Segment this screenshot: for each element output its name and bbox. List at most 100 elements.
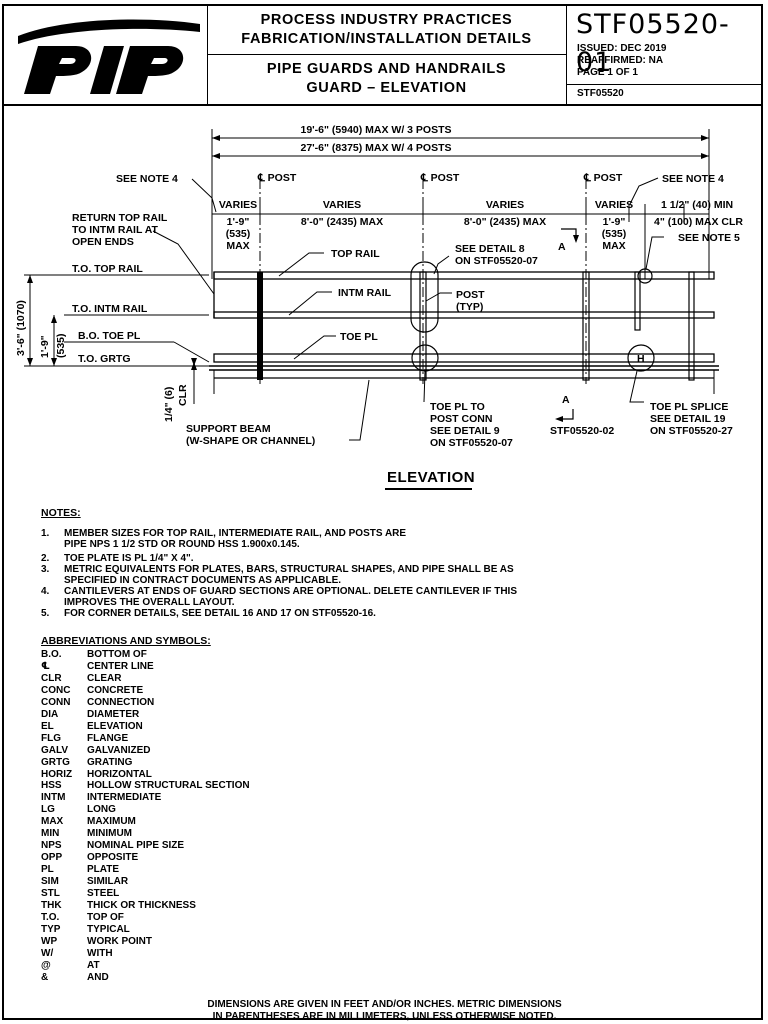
dim-3-posts-label: 19'-6" (5940) MAX W/ 3 POSTS bbox=[300, 124, 451, 136]
drawing-title: PIPE GUARDS AND HANDRAILS GUARD – ELEVAT… bbox=[207, 54, 566, 104]
abbreviation-meaning: CONNECTION bbox=[87, 696, 155, 708]
splice-line-3: ON STF05520-27 bbox=[650, 425, 733, 437]
varies-left: VARIES bbox=[219, 199, 257, 211]
abbreviation-meaning: GRATING bbox=[87, 756, 133, 768]
org-line-1: PROCESS INDUSTRY PRACTICES bbox=[260, 12, 513, 28]
abbreviation-row: WP WORK POINT bbox=[41, 936, 250, 948]
min-clearance-label: 1 1/2" (40) MIN bbox=[661, 199, 733, 211]
section-a-top-label: A bbox=[558, 241, 566, 253]
dimensions-footnote: DIMENSIONS ARE GIVEN IN FEET AND/OR INCH… bbox=[4, 999, 765, 1023]
abbreviation-meaning: NOMINAL PIPE SIZE bbox=[87, 840, 185, 852]
abbreviation-meaning: MAXIMUM bbox=[87, 816, 136, 828]
title-center-cell: PROCESS INDUSTRY PRACTICES FABRICATION/I… bbox=[207, 6, 567, 104]
footnote-line-1: DIMENSIONS ARE GIVEN IN FEET AND/OR INCH… bbox=[207, 999, 562, 1010]
abbreviation-code: LG bbox=[41, 804, 55, 816]
post-cl-left-label: ℄ POST bbox=[257, 172, 297, 184]
post-left bbox=[257, 272, 263, 380]
abbreviation-code: WP bbox=[41, 935, 58, 947]
note-item: 5. FOR CORNER DETAILS, SEE DETAIL 16 AND… bbox=[41, 608, 601, 619]
abbreviation-meaning: DIAMETER bbox=[87, 708, 140, 720]
abbreviation-code: @ bbox=[41, 959, 51, 971]
toe-plate bbox=[213, 353, 715, 363]
abbreviation-meaning: WORK POINT bbox=[87, 935, 152, 947]
reference-number: STF05520 bbox=[577, 88, 624, 99]
leader-note-5 bbox=[645, 236, 664, 270]
post-right bbox=[582, 271, 590, 381]
abbreviation-code: TYP bbox=[41, 923, 61, 935]
abbreviation-code: MAX bbox=[41, 816, 64, 828]
leader-post-typ bbox=[425, 292, 452, 302]
note-5-bubble bbox=[637, 268, 653, 284]
abbreviation-meaning: CENTER LINE bbox=[87, 660, 154, 672]
note-item: 2. TOE PLATE IS PL 1/4" X 4". bbox=[41, 553, 601, 564]
to-top-rail-label: T.O. TOP RAIL bbox=[72, 263, 143, 275]
abbreviation-meaning: MINIMUM bbox=[87, 828, 132, 840]
leader-toe-conn bbox=[423, 370, 426, 403]
abbreviation-meaning: HORIZONTAL bbox=[87, 768, 152, 780]
abbreviation-code: CONN bbox=[41, 696, 71, 708]
leader-toe-pl bbox=[293, 335, 336, 360]
return-note-line-3: OPEN ENDS bbox=[72, 236, 134, 248]
dim-3-6-label: 3'-6" (1070) bbox=[15, 300, 27, 356]
leader-top-rail bbox=[278, 252, 324, 277]
note-text: FOR CORNER DETAILS, SEE DETAIL 16 AND 17… bbox=[64, 608, 376, 619]
abbreviation-meaning: LONG bbox=[87, 804, 116, 816]
guard-elevation-drawing: 19'-6" (5940) MAX W/ 3 POSTS 27'-6" (837… bbox=[15, 124, 743, 449]
abbreviation-code: EL bbox=[41, 720, 54, 732]
abbreviation-code: GRTG bbox=[41, 756, 70, 768]
see-note-4-left: SEE NOTE 4 bbox=[116, 173, 178, 185]
abbreviation-code: OPP bbox=[41, 852, 63, 864]
abbreviation-code: GALV bbox=[41, 744, 69, 756]
drawing-sheet: PROCESS INDUSTRY PRACTICES FABRICATION/I… bbox=[2, 4, 765, 1023]
intm-rail-label: INTM RAIL bbox=[338, 287, 392, 299]
abbreviation-meaning: GALVANIZED bbox=[87, 744, 151, 756]
bo-toe-pl-label: B.O. TOE PL bbox=[78, 330, 141, 342]
abbreviation-meaning: HOLLOW STRUCTURAL SECTION bbox=[87, 780, 250, 792]
page-number: PAGE 1 OF 1 bbox=[577, 67, 638, 78]
cantilever-left-dim: 1'-9" bbox=[227, 216, 250, 228]
abbreviation-meaning: BOTTOM OF bbox=[87, 649, 147, 660]
abbreviation-meaning: CLEAR bbox=[87, 672, 122, 684]
note-number: 1. bbox=[41, 528, 50, 539]
organization-title: PROCESS INDUSTRY PRACTICES FABRICATION/I… bbox=[207, 6, 566, 55]
abbreviation-code: T.O. bbox=[41, 911, 60, 923]
note-item: 1. MEMBER SIZES FOR TOP RAIL, INTERMEDIA… bbox=[41, 528, 601, 550]
org-line-2: FABRICATION/INSTALLATION DETAILS bbox=[241, 31, 532, 47]
cantilever-left-max: MAX bbox=[226, 240, 249, 252]
detail-19-bubble bbox=[627, 344, 655, 372]
abbreviation-row: ℄CENTER LINE bbox=[41, 661, 250, 673]
span-1-dim: 8'-0" (2435) MAX bbox=[301, 216, 383, 228]
toe-conn-line-3: SEE DETAIL 9 bbox=[430, 425, 500, 437]
post-typ-line-1: POST bbox=[456, 289, 485, 301]
abbreviation-meaning: PLATE bbox=[87, 864, 120, 876]
pip-logo bbox=[18, 19, 200, 94]
post-typ-line-2: (TYP) bbox=[456, 301, 483, 313]
note-text: METRIC EQUIVALENTS FOR PLATES, BARS, STR… bbox=[64, 564, 514, 586]
title-block: PROCESS INDUSTRY PRACTICES FABRICATION/I… bbox=[4, 6, 761, 106]
section-cut-top bbox=[561, 228, 577, 239]
post-cl-mid-label: ℄ POST bbox=[420, 172, 460, 184]
note-text: CANTILEVERS AT ENDS OF GUARD SECTIONS AR… bbox=[64, 586, 517, 608]
abbreviation-code: STL bbox=[41, 888, 60, 900]
abbreviation-code: THK bbox=[41, 900, 62, 912]
bo-toe-leader bbox=[173, 341, 210, 363]
abbreviation-row: T.O. TOP OF bbox=[41, 912, 250, 924]
footnote-line-2: IN PARENTHESES ARE IN MILLIMETERS, UNLES… bbox=[212, 1011, 557, 1022]
support-beam-line-2: (W-SHAPE OR CHANNEL) bbox=[186, 435, 315, 447]
span-2-dim: 8'-0" (2435) MAX bbox=[464, 216, 546, 228]
cantilever-right-dim: 1'-9" bbox=[603, 216, 626, 228]
abbreviation-meaning: TOP OF bbox=[87, 911, 124, 923]
abbreviation-code: SIM bbox=[41, 876, 59, 888]
post-mid bbox=[419, 271, 427, 381]
note-number: 4. bbox=[41, 586, 50, 597]
to-intm-rail-label: T.O. INTM RAIL bbox=[72, 303, 148, 315]
